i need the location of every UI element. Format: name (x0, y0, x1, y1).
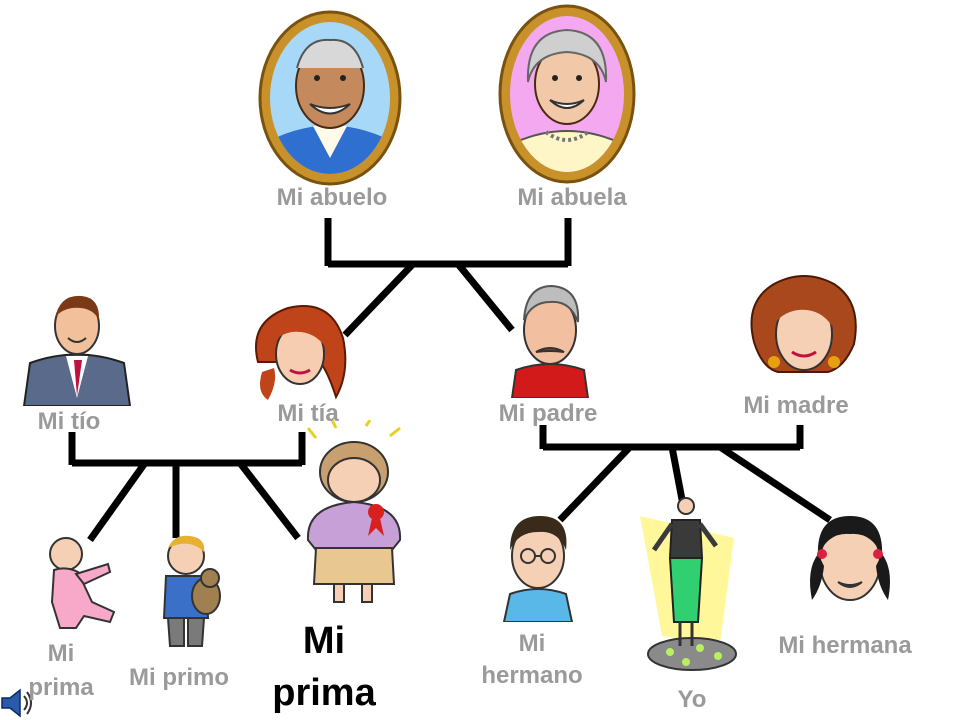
label-primo: Mi primo (129, 664, 229, 691)
label-padre: Mi padre (498, 400, 598, 427)
speaker-sound-icon[interactable] (0, 686, 34, 720)
label-prima-big-line1: Mi (302, 620, 346, 662)
connector-to-padre (455, 261, 515, 333)
label-prima-baby-line1: Mi (47, 640, 75, 667)
baby-cousin-icon (49, 537, 116, 629)
aunt-icon (255, 305, 347, 400)
label-madre: Mi madre (743, 392, 849, 419)
sister-icon (810, 516, 890, 601)
grandmother-portrait-icon (498, 4, 636, 184)
girl-cousin-icon (306, 420, 402, 603)
connector-to-hermana (718, 444, 832, 523)
label-abuelo: Mi abuelo (276, 184, 388, 211)
label-yo: Yo (677, 686, 707, 713)
label-hermano-line2: hermano (481, 662, 583, 689)
label-prima-baby-line2: prima (28, 674, 94, 701)
father-icon (510, 284, 590, 398)
boy-cousin-icon (162, 535, 221, 647)
connector-to-big-prima (237, 460, 301, 541)
connector-to-baby-prima (87, 460, 148, 543)
mother-icon (750, 275, 857, 373)
label-prima-big-line2: prima (272, 672, 376, 714)
label-hermana: Mi hermana (778, 632, 912, 659)
label-hermano-line1: Mi (518, 630, 546, 657)
uncle-icon (22, 295, 132, 406)
grandfather-portrait-icon (258, 10, 402, 186)
self-woman-icon (640, 497, 737, 671)
label-tio: Mi tío (37, 408, 101, 435)
label-abuela: Mi abuela (517, 184, 627, 211)
connector-to-hermano (557, 444, 633, 523)
connector-to-tia (342, 261, 416, 338)
label-tia: Mi tía (277, 400, 339, 427)
brother-icon (502, 516, 574, 622)
